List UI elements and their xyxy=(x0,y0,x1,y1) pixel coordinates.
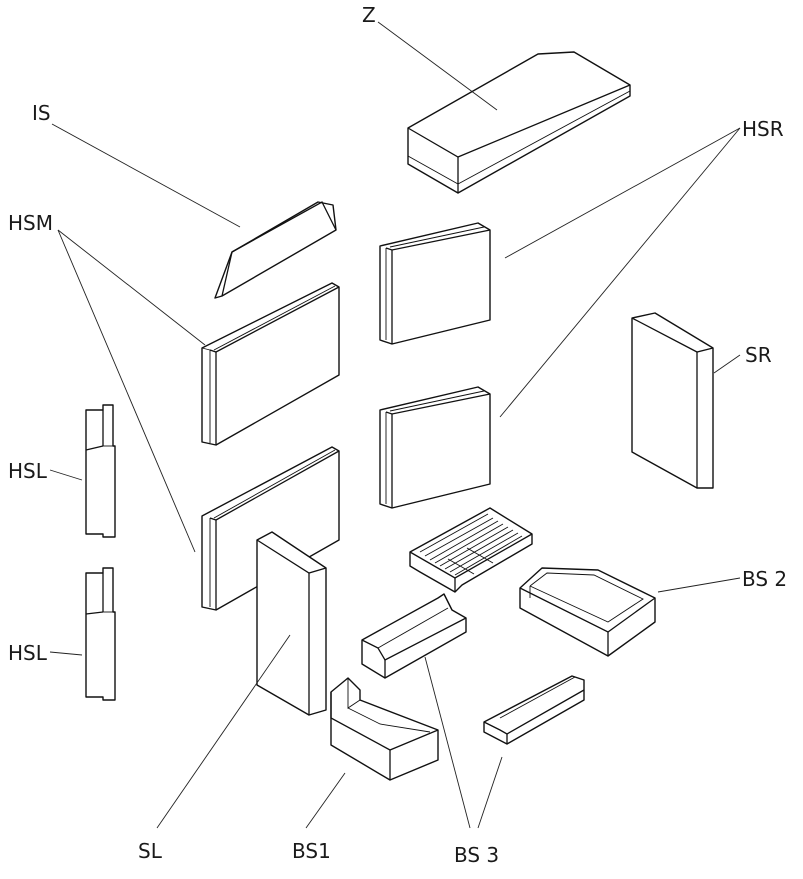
part-grate xyxy=(409,507,533,593)
leader-lines xyxy=(49,21,741,829)
part-hsm-lower xyxy=(201,446,340,611)
part-hsl-lower xyxy=(85,567,116,701)
part-hsr-upper xyxy=(379,222,491,345)
part-bs2 xyxy=(519,567,656,657)
label-hsl-1: HSL xyxy=(8,459,48,483)
part-labels: Z IS HSR HSM SR HSL HSL BS 2 SL BS1 BS 3 xyxy=(8,3,787,867)
part-hsl-upper xyxy=(85,404,116,538)
label-hsr: HSR xyxy=(742,117,784,141)
part-bs3-upper xyxy=(361,593,467,679)
part-sl xyxy=(256,531,327,716)
label-bs3: BS 3 xyxy=(454,843,499,867)
part-z xyxy=(407,51,631,194)
label-is: IS xyxy=(32,101,51,125)
part-bs3-lower xyxy=(483,675,585,745)
label-bs1: BS1 xyxy=(292,839,331,863)
label-z: Z xyxy=(362,3,376,27)
part-hsr-lower xyxy=(379,386,491,509)
part-is xyxy=(214,201,337,299)
label-sl: SL xyxy=(138,839,163,863)
label-hsl-2: HSL xyxy=(8,641,48,665)
part-hsm-upper xyxy=(201,282,340,446)
label-bs2: BS 2 xyxy=(742,567,787,591)
part-bs1 xyxy=(330,677,439,781)
label-sr: SR xyxy=(745,343,772,367)
part-sr xyxy=(631,312,714,489)
label-hsm: HSM xyxy=(8,211,53,235)
